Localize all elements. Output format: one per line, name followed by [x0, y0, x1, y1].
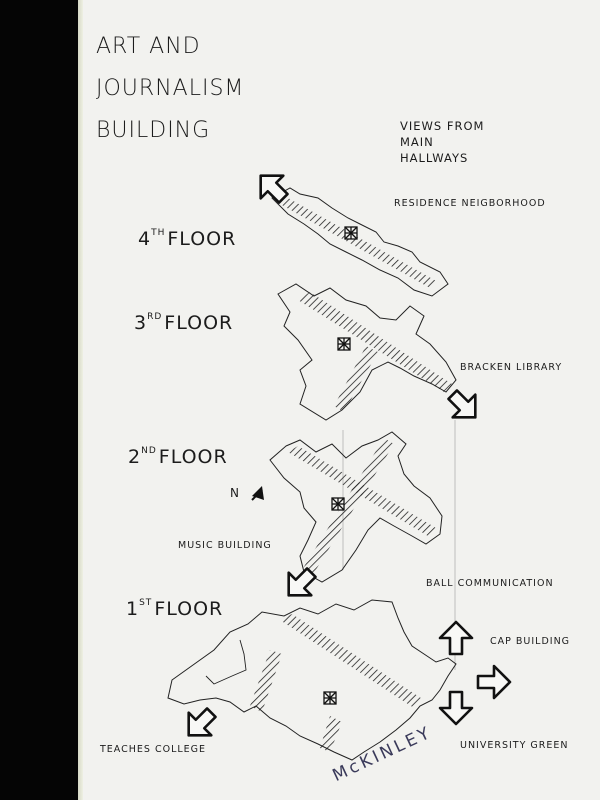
subtitle-line-2: HALLWAYS [400, 151, 469, 165]
label-bracken: BRACKEN LIBRARY [460, 362, 563, 373]
title-line-1: ART AND [96, 34, 201, 59]
north-arrow-icon [251, 486, 264, 501]
title-line-2: JOURNALISM [96, 76, 245, 101]
third-floor-plan [277, 283, 457, 421]
title-line-3: BUILDING [96, 118, 211, 143]
first-floor-plan [167, 599, 457, 761]
label-music: MUSIC BUILDING [178, 540, 272, 551]
label-ball: BALL COMMUNICATION [426, 578, 554, 589]
arrow-ball-icon [476, 664, 512, 700]
label-green: UNIVERSITY GREEN [460, 740, 569, 751]
arrow-teachers-icon [176, 700, 224, 748]
second-floor-plan [269, 431, 443, 583]
subtitle: VIEWS FROM MAIN HALLWAYS [400, 118, 520, 166]
label-cap: CAP BUILDING [490, 636, 571, 647]
label-teachers: TEACHES COLLEGE [100, 744, 207, 755]
label-residence: RESIDENCE NEIGBORHOOD [394, 198, 546, 209]
north-label: N [230, 486, 239, 500]
fourth-floor-plan [271, 187, 449, 297]
arrow-cap-icon [438, 620, 474, 656]
arrow-green-icon [438, 690, 474, 726]
subtitle-line-1: VIEWS FROM MAIN [400, 119, 485, 149]
